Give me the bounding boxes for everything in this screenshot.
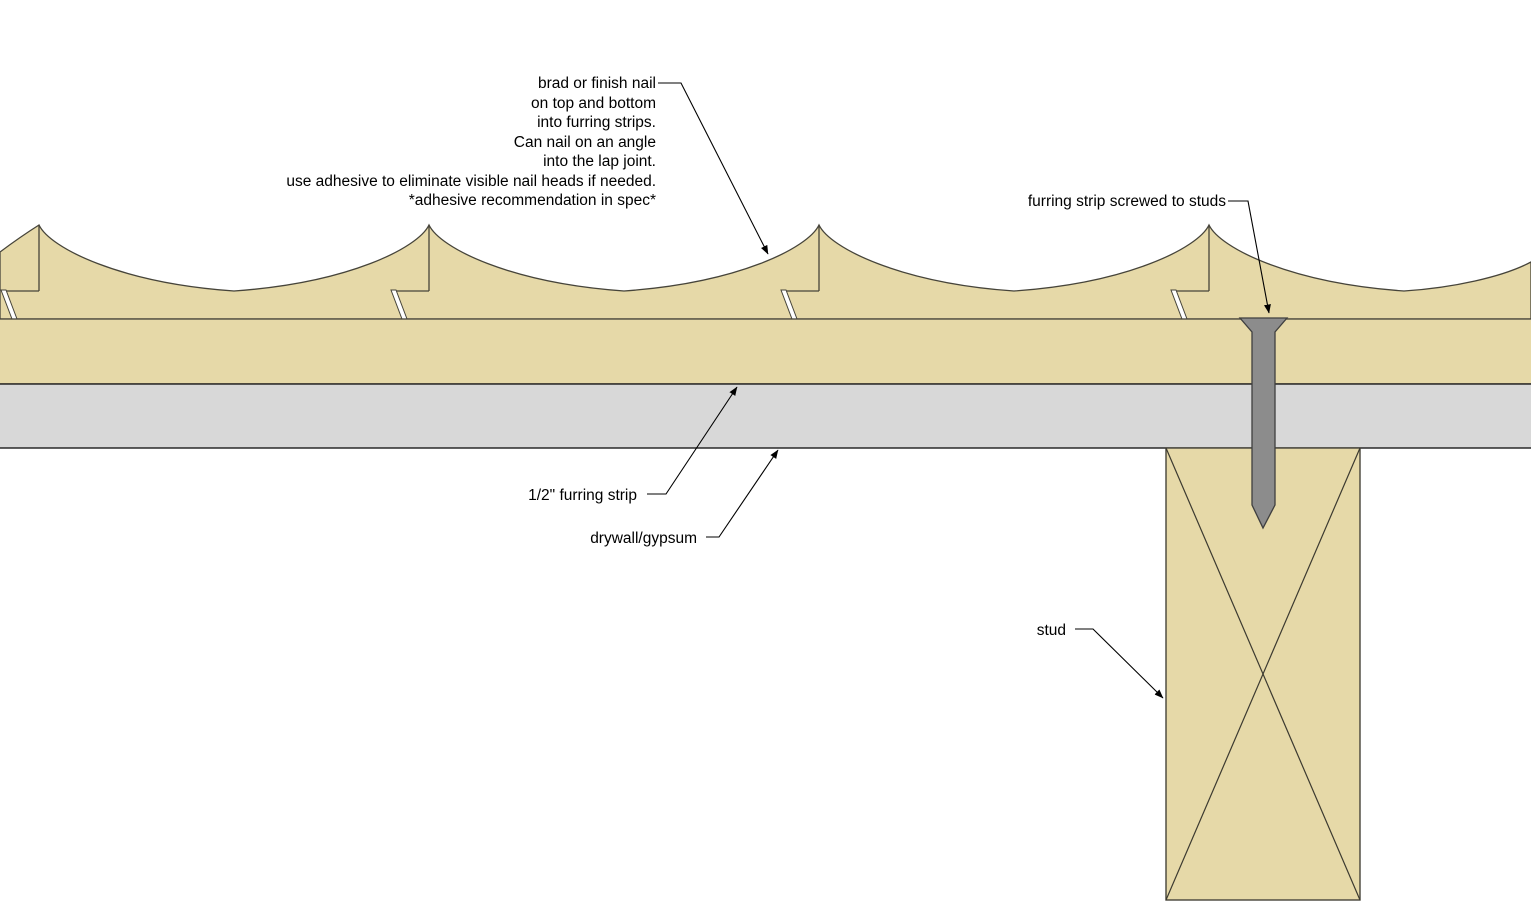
nail-note-line: *adhesive recommendation in spec* [409,192,656,209]
nail-note-line: on top and bottom [531,95,656,112]
furring-strip [0,318,1531,385]
nail-note-line: into the lap joint. [543,153,656,170]
drywall-label-leader [706,449,779,538]
screw [1238,317,1289,530]
stud-cross-line [1165,447,1361,901]
nail-note-line: use adhesive to eliminate visible nail h… [286,173,656,190]
stud-label: stud [1037,622,1066,639]
stud [1165,447,1361,901]
lap-seam-line [1175,226,1210,292]
leader-lines [647,82,1271,699]
nail-note-line: into furring strips. [537,114,656,131]
lap-seam-line [785,226,820,292]
nail-note-annotation: brad or finish nail on top and bottom in… [286,75,656,209]
drywall-label: drywall/gypsum [590,530,697,547]
drywall-panel [0,383,1531,449]
lap-joint-details [0,226,1210,320]
lap-seam-line [395,226,430,292]
screw-label: furring strip screwed to studs [1028,193,1226,210]
nail-note-line: Can nail on an angle [514,134,656,151]
stud-label-leader [1075,628,1164,699]
nail-note-line: brad or finish nail [538,75,656,92]
furring-strip-label: 1/2" furring strip [528,487,637,504]
furring-label-leader [647,386,738,495]
siding-boards-profile [0,223,1531,320]
screw-label-leader [1228,200,1271,314]
lap-seam-line [5,226,40,292]
nail-note-leader [658,82,769,255]
